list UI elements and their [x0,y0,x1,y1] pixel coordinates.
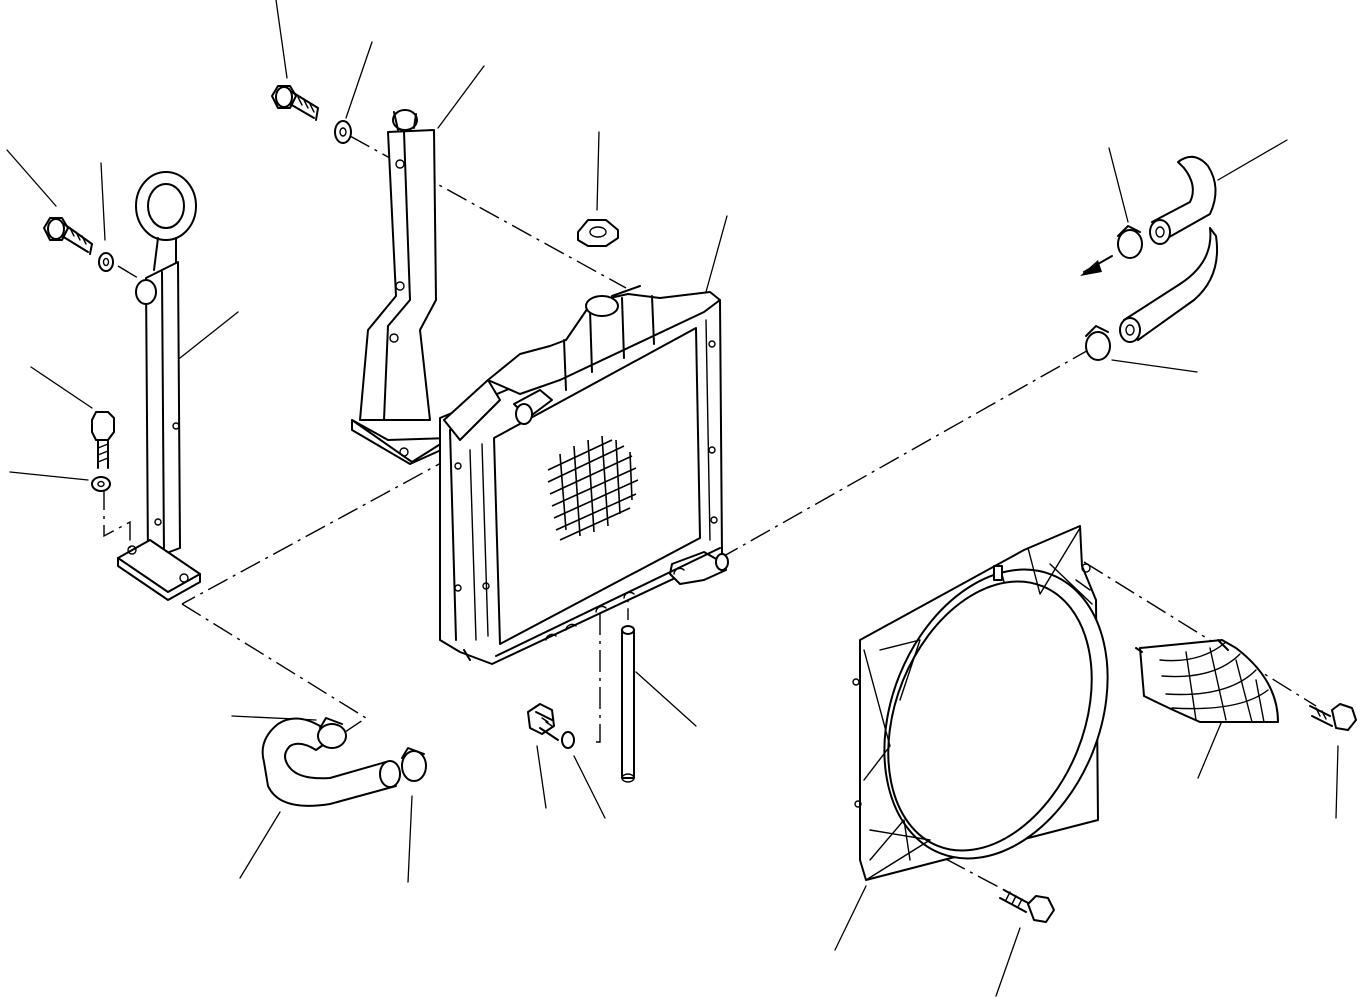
bolt-icon [1309,703,1357,731]
washer-icon [334,120,352,144]
bolt-icon [43,217,93,255]
clamp-icon [1085,325,1111,361]
core-fin-grid [547,435,639,541]
lower-right-hose-icon [1119,227,1218,343]
lower-hose-icon [261,717,401,807]
washer-icon [561,731,575,749]
shroud-icon [852,525,1109,881]
washer-icon [98,252,114,272]
clamp-icon [1117,225,1143,259]
bolt-icon [999,889,1055,923]
bolt-icon [271,85,319,121]
radiator-icon [439,285,729,665]
washer-icon [91,476,111,492]
clamp-icon [317,717,347,749]
bolt-icon [91,411,115,469]
center-stay-bracket [351,109,451,465]
guard-icon [1135,639,1279,723]
tube-icon [621,625,635,783]
upper-hose-icon [1149,155,1217,245]
cap-icon [577,219,619,247]
arrow-head-icon [1080,260,1102,276]
left-stay-bracket [117,171,201,601]
drain-cock-icon [527,703,559,741]
clamp-icon [401,747,427,782]
